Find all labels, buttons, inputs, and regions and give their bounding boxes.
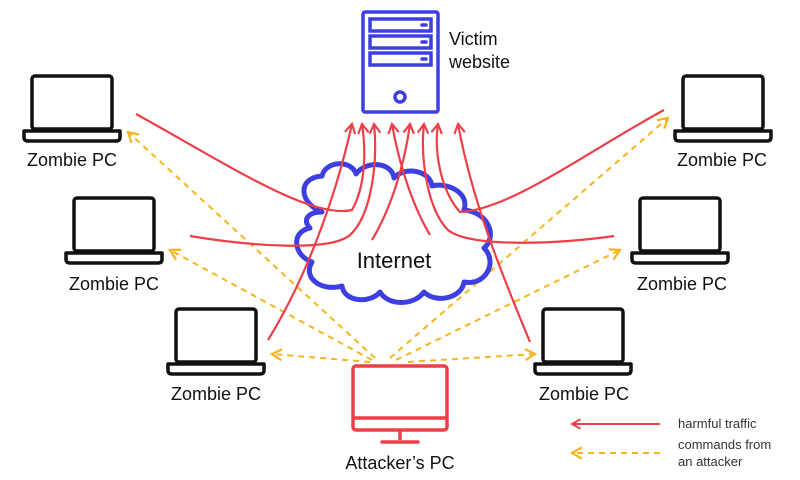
laptop-icon (166, 307, 266, 376)
traffic-arrow-low-left (267, 121, 357, 341)
internet-cloud: Internet (294, 161, 493, 305)
traffic-arrow-top-left (135, 113, 370, 213)
zombie-pc-low-right: Zombie PC (533, 307, 633, 404)
command-arrow-top-left (126, 130, 376, 359)
command-arrow-low-left (269, 348, 371, 363)
command-arrow-mid-right (395, 248, 623, 361)
legend-commands-label-line2: an attacker (678, 454, 743, 469)
server-icon (361, 10, 440, 114)
traffic-arrow-top-right (430, 109, 665, 214)
attacker-pc: Attacker’s PC (345, 364, 455, 473)
laptop-icon (533, 307, 633, 376)
laptop-icon (673, 74, 773, 143)
legend-commands-label-line1: commands from (678, 437, 771, 452)
zombie-label: Zombie PC (27, 150, 117, 170)
zombie-pc-mid-left: Zombie PC (64, 196, 164, 294)
zombie-pc-top-right: Zombie PC (673, 74, 773, 170)
traffic-arrow-mid-left (189, 121, 382, 247)
server-label-line1: Victim (449, 29, 498, 49)
attacker-label: Attacker’s PC (345, 453, 454, 473)
command-arrows (126, 116, 670, 363)
cloud-label: Internet (357, 248, 432, 273)
cloud-icon (294, 161, 493, 305)
command-arrow-mid-left (168, 248, 373, 361)
legend-harmful-label: harmful traffic (678, 416, 757, 431)
zombie-pc-top-left: Zombie PC (22, 74, 122, 170)
zombie-label: Zombie PC (677, 150, 767, 170)
laptop-icon (630, 196, 730, 265)
traffic-arrow-cross-right (371, 121, 415, 241)
legend: harmful traffic commands from an attacke… (569, 416, 771, 469)
zombie-pc-mid-right: Zombie PC (630, 196, 730, 294)
command-arrow-low-right (407, 348, 538, 363)
server-label-line2: website (448, 52, 510, 72)
traffic-arrow-mid-right (416, 121, 615, 244)
traffic-arrow-cross-left (387, 121, 431, 236)
laptop-icon (64, 196, 164, 265)
laptop-icon (22, 74, 122, 143)
victim-server: Victim website (361, 10, 510, 114)
zombie-pc-low-left: Zombie PC (166, 307, 266, 404)
zombie-label: Zombie PC (171, 384, 261, 404)
zombie-label: Zombie PC (637, 274, 727, 294)
zombie-label: Zombie PC (539, 384, 629, 404)
monitor-icon (351, 364, 449, 444)
traffic-arrow-low-right (453, 121, 532, 343)
zombie-label: Zombie PC (69, 274, 159, 294)
harmful-traffic-arrows (135, 109, 665, 343)
